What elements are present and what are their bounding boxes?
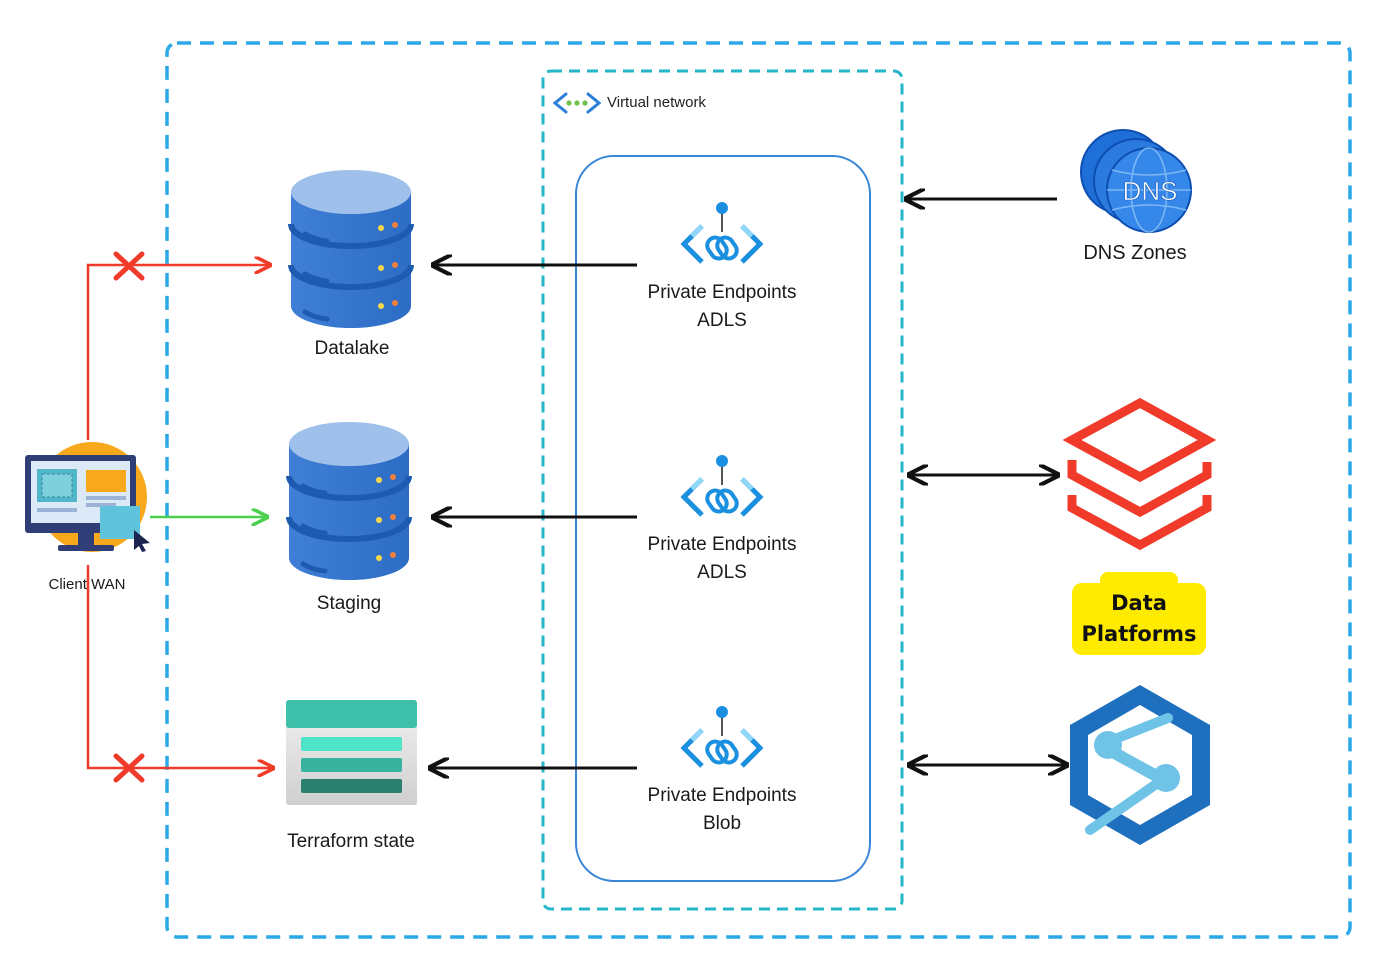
private-endpoint-icon [680,202,764,264]
terraform-label: Terraform state [287,831,415,852]
vnet-boundary [541,69,904,911]
badge-line1: Data [1111,591,1167,615]
endpoint-label: Private Endpoints Blob [622,782,822,838]
badge-line2: Platforms [1081,622,1197,646]
client-computer-icon [25,442,150,552]
private-endpoint-icon [680,455,764,517]
endpoint-label: Private Endpoints ADLS [622,279,822,335]
endpoint-label: Private Endpoints ADLS [622,531,822,587]
dns-label: DNS Zones [1083,242,1187,264]
endpoint-label-line1: Private Endpoints [647,785,797,806]
datalake-label: Datalake [314,338,390,359]
databricks-icon [1062,397,1217,551]
client-label: Client WAN [48,576,126,593]
private-endpoint-icon [680,706,764,768]
staging-label: Staging [316,593,382,614]
endpoint-label-line2: Blob [702,813,742,834]
blocked-x-icon [113,251,145,783]
endpoint-label-line2: ADLS [697,310,747,331]
database-icon [286,422,412,580]
endpoint-label-line2: ADLS [697,562,747,583]
storage-account-icon [286,700,417,805]
data-platforms-badge: Data Platforms [1072,583,1206,655]
endpoint-label-line1: Private Endpoints [647,282,797,303]
vnet-label: Virtual network [607,94,706,111]
blocked-link-terraform [86,565,273,768]
dns-zone-icon: DNS [1080,129,1192,233]
vnet-icon [552,92,602,114]
outer-boundary [165,41,1352,939]
dns-icon-text: DNS [1123,176,1178,206]
blocked-link-datalake [86,265,270,440]
database-icon [288,170,414,328]
synapse-icon [1070,685,1210,845]
endpoint-label-line1: Private Endpoints [647,534,797,555]
